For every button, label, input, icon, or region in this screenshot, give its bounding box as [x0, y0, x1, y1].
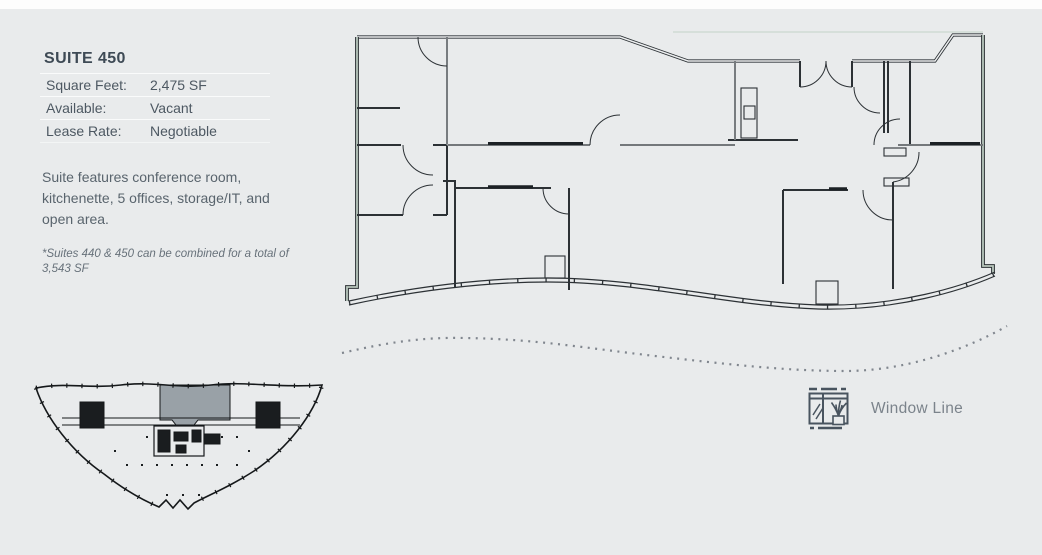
spec-row-available: Available: Vacant — [40, 96, 270, 119]
service-block-left — [79, 401, 105, 429]
spec-value: Vacant — [150, 100, 193, 116]
suite-highlight — [159, 384, 231, 426]
combination-footnote: *Suites 440 & 450 can be combined for a … — [42, 248, 289, 275]
main-floor-plan — [345, 31, 996, 310]
legend-label: Window Line — [871, 400, 964, 417]
window-line-wave — [341, 325, 1008, 373]
building-outline — [34, 382, 324, 511]
curved-window-wall — [348, 271, 996, 310]
fixtures — [544, 87, 910, 305]
mullion-ticks — [35, 381, 326, 505]
spec-label: Square Feet: — [46, 77, 127, 93]
column-dots — [114, 436, 250, 496]
spec-label: Available: — [46, 100, 107, 116]
window-with-plant-icon — [808, 387, 849, 430]
spec-row-square-feet: Square Feet: 2,475 SF — [40, 73, 270, 96]
page-top-strip — [0, 0, 1042, 9]
suite-spec-table: Square Feet: 2,475 SF Available: Vacant … — [40, 73, 270, 143]
glass-partitions — [488, 142, 980, 191]
spec-row-lease-rate: Lease Rate: Negotiable — [40, 119, 270, 143]
suite-title: SUITE 450 — [44, 50, 126, 67]
spec-value: Negotiable — [150, 123, 217, 139]
spec-label: Lease Rate: — [46, 123, 122, 139]
building-overview-map — [33, 381, 326, 511]
window-line-legend: Window Line — [806, 386, 963, 432]
exterior-walls — [345, 33, 995, 301]
spec-value: 2,475 SF — [150, 77, 207, 93]
service-block-right — [255, 401, 281, 429]
suite-description: Suite features conference room, kitchene… — [42, 169, 270, 227]
door-arcs — [402, 36, 920, 221]
building-core — [153, 425, 221, 457]
interior-walls — [357, 37, 983, 290]
